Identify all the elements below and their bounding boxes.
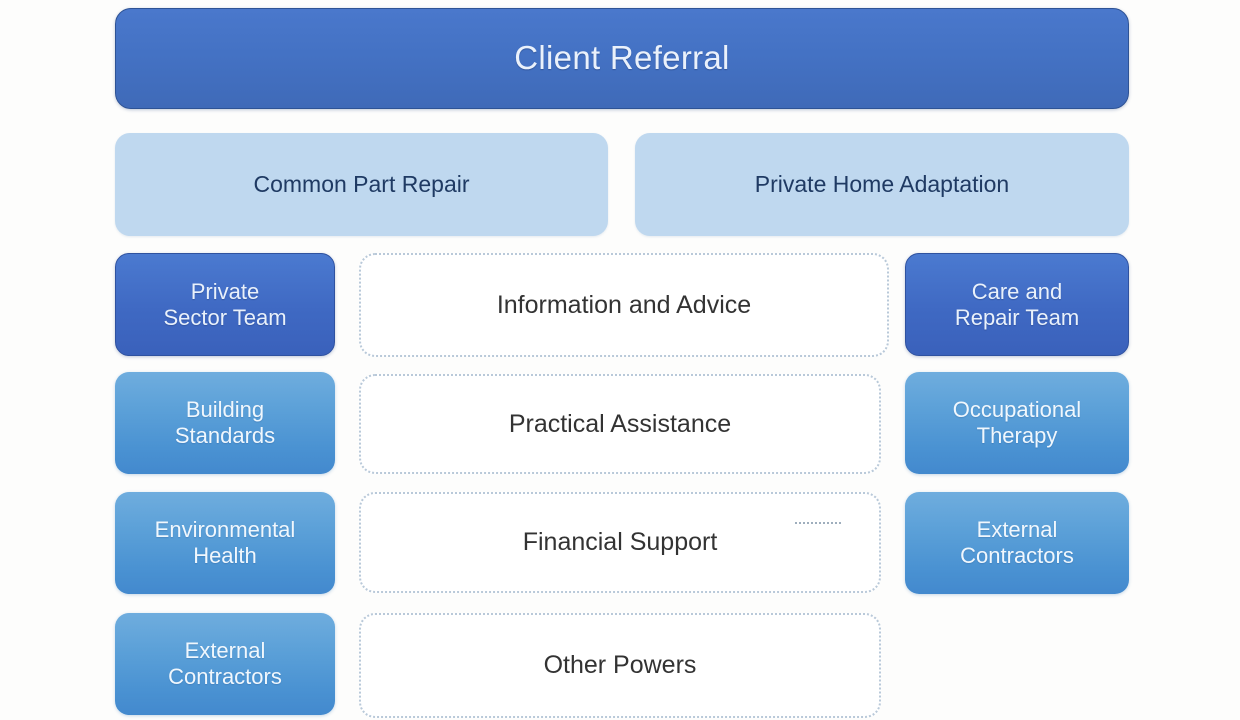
- node-external-contractors-right[interactable]: External Contractors: [905, 492, 1129, 594]
- node-practical-assistance[interactable]: Practical Assistance: [359, 374, 881, 474]
- node-private-home-adaptation[interactable]: Private Home Adaptation: [635, 133, 1129, 236]
- node-common-part-repair[interactable]: Common Part Repair: [115, 133, 608, 236]
- node-external-contractors-left[interactable]: External Contractors: [115, 613, 335, 715]
- node-financial-support[interactable]: Financial Support: [359, 492, 881, 593]
- node-other-powers[interactable]: Other Powers: [359, 613, 881, 718]
- node-environmental-health[interactable]: Environmental Health: [115, 492, 335, 594]
- node-building-standards[interactable]: Building Standards: [115, 372, 335, 474]
- stray-dotted-line-artifact: [795, 522, 841, 526]
- node-client-referral[interactable]: Client Referral: [115, 8, 1129, 109]
- node-information-and-advice[interactable]: Information and Advice: [359, 253, 889, 357]
- node-care-and-repair-team[interactable]: Care and Repair Team: [905, 253, 1129, 356]
- node-occupational-therapy[interactable]: Occupational Therapy: [905, 372, 1129, 474]
- node-private-sector-team[interactable]: Private Sector Team: [115, 253, 335, 356]
